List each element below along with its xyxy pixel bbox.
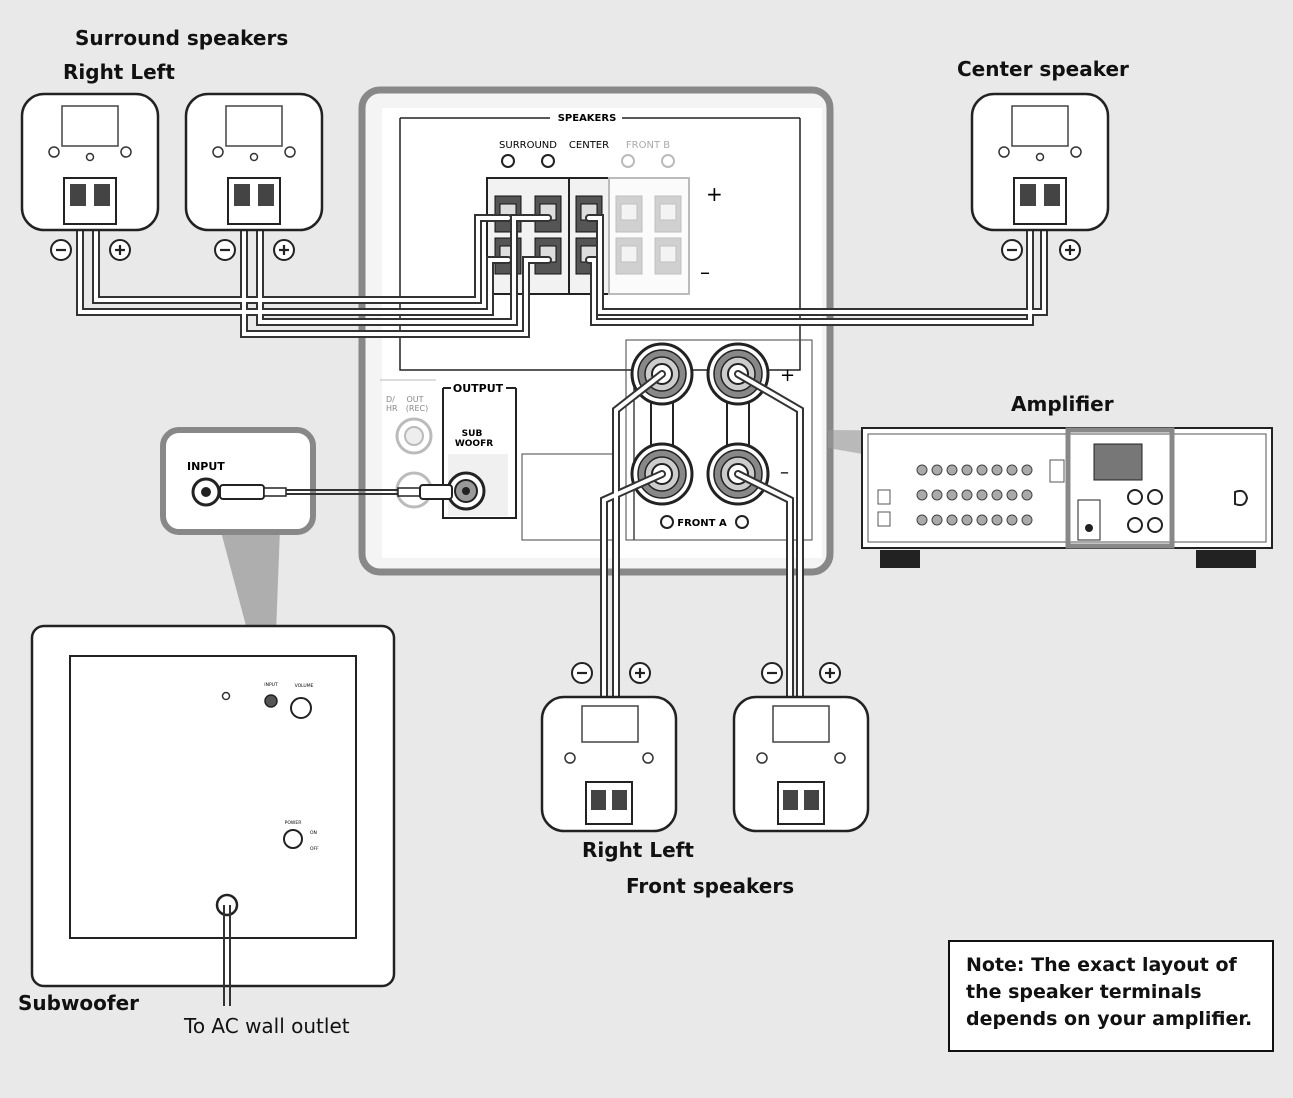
out-rec-label-1: OUT	[406, 395, 423, 404]
surround-r-indicator	[501, 154, 515, 168]
subwoofer-cable	[219, 484, 453, 500]
front-a-l-indicator	[735, 515, 749, 529]
note-line-3: depends on your amplifier.	[966, 1008, 1253, 1030]
amplifier-label: Amplifier	[1011, 392, 1114, 416]
input-zoom-label: INPUT	[187, 460, 225, 473]
front-right-speaker	[540, 695, 678, 833]
sub-woofer-label-1: SUB	[462, 429, 483, 439]
subwoofer-label: Subwoofer	[18, 991, 140, 1015]
center-speaker-label: Center speaker	[957, 57, 1129, 81]
front-a-minus-sign: –	[780, 462, 789, 483]
terminal-plus-sign: +	[706, 182, 723, 206]
note-line-1: Note: The exact layout of	[966, 954, 1237, 976]
sub-woofer-label-2: WOOFR	[455, 439, 493, 449]
front-b-r-indicator	[621, 154, 635, 168]
power-cord-entry	[215, 893, 239, 917]
subwoofer-unit: INPUT VOLUME POWER ON OFF	[30, 624, 396, 1006]
ac-outlet-label: To AC wall outlet	[184, 1014, 350, 1038]
front-speakers-label: Front speakers	[626, 874, 795, 898]
front-b-label: FRONT B	[626, 140, 670, 151]
surround-left-speaker	[184, 92, 324, 232]
center-label: CENTER	[569, 140, 609, 151]
out-rec-label-2: (REC)	[406, 404, 428, 413]
subwoofer-input-jack	[264, 694, 278, 708]
power-off-label: OFF	[310, 846, 319, 852]
subwoofer-input-label: INPUT	[264, 682, 278, 688]
amplifier-device	[828, 427, 1273, 568]
surround-right-left-label: Right Left	[63, 60, 175, 84]
front-b-l-indicator	[661, 154, 675, 168]
subwoofer-input-zoom: INPUT	[160, 427, 316, 686]
surround-speakers-label: Surround speakers	[75, 26, 289, 50]
volume-knob	[290, 697, 312, 719]
speakers-heading: SPEAKERS	[558, 113, 617, 124]
front-right-left-label: Right Left	[582, 838, 694, 862]
terminal-minus-sign: –	[700, 260, 710, 284]
front-a-plus-sign: +	[780, 365, 795, 386]
surround-right-speaker	[20, 92, 160, 232]
dhr-label-2: HR	[386, 404, 398, 413]
power-label: POWER	[285, 820, 302, 826]
front-left-speaker	[732, 695, 870, 833]
center-speaker-unit	[970, 92, 1110, 232]
front-a-label: FRONT A	[677, 518, 727, 529]
front-a-r-indicator	[660, 515, 674, 529]
dhr-label-1: D/	[386, 395, 395, 404]
power-switch	[283, 829, 303, 849]
volume-label: VOLUME	[295, 683, 314, 689]
surround-l-indicator	[541, 154, 555, 168]
power-on-label: ON	[310, 830, 317, 836]
output-heading: OUTPUT	[453, 382, 504, 395]
note-box: Note: The exact layout of the speaker te…	[948, 940, 1274, 1052]
surround-label: SURROUND	[499, 140, 557, 151]
note-line-2: the speaker terminals	[966, 981, 1202, 1003]
